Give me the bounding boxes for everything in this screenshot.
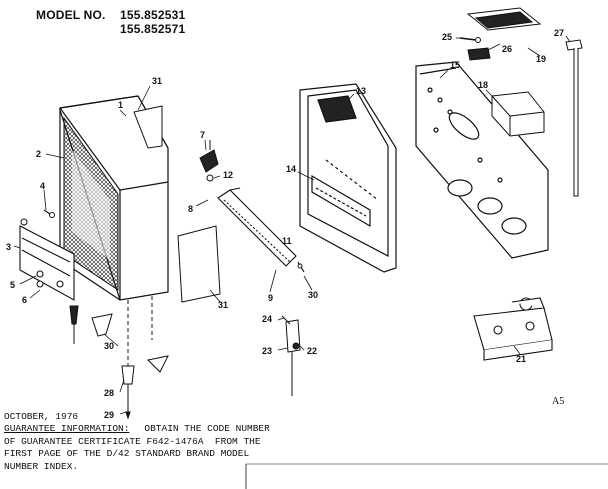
side-shield-lower (177, 225, 221, 303)
footnote-line4: NUMBER INDEX. (4, 461, 79, 472)
callout-13: 13 (356, 86, 366, 96)
callout-23: 23 (262, 346, 272, 356)
callout-28: 28 (104, 388, 114, 398)
callout-18: 18 (478, 80, 488, 90)
leg-parts (69, 305, 169, 420)
footnote-date: OCTOBER, 1976 (4, 411, 79, 422)
heat-exchanger (299, 83, 397, 273)
callout-22: 22 (307, 346, 317, 356)
front-grille (63, 116, 119, 291)
callout-21: 21 (516, 354, 526, 364)
callout-14: 14 (286, 164, 296, 174)
fastener-10 (297, 261, 305, 273)
callout-10: 30 (308, 290, 318, 300)
callout-9: 9 (268, 293, 273, 303)
callout-7: 7 (200, 130, 205, 140)
callout-24: 24 (262, 314, 272, 324)
screw-4 (43, 209, 55, 218)
callout-1: 1 (118, 100, 123, 110)
side-shield-upper (133, 105, 163, 149)
callout-2: 2 (36, 149, 41, 159)
vent-box (491, 91, 545, 137)
footnote-guarantee-label: GUARANTEE INFORMATION: (4, 423, 130, 434)
callout-8: 8 (188, 204, 193, 214)
callout-4: 4 (40, 181, 45, 191)
model-label: MODEL NO. (36, 8, 106, 22)
footnote-line1: OBTAIN THE CODE NUMBER (133, 423, 270, 434)
callout-3: 3 (6, 242, 11, 252)
back-panel (415, 61, 549, 259)
callout-12: 12 (223, 170, 233, 180)
callout-31-upper: 31 (152, 76, 162, 86)
callout-26: 26 (502, 44, 512, 54)
callout-6: 6 (22, 295, 27, 305)
rod-27 (565, 39, 583, 197)
callout-19: 19 (536, 54, 546, 64)
knob-5 (20, 218, 44, 288)
callout-31-lower: 31 (218, 300, 228, 310)
footnote-line3: FIRST PAGE OF THE D/42 STANDARD BRAND MO… (4, 448, 250, 459)
bottom-panel (19, 225, 75, 301)
callout-27: 27 (554, 28, 564, 38)
callout-29: 29 (104, 410, 114, 420)
pilot-assembly (281, 315, 301, 396)
callout-numbers: 31 1 2 4 3 5 6 7 12 8 11 9 30 13 14 15 1… (6, 28, 564, 420)
callout-15: 15 (450, 60, 460, 70)
model-number-1: 155.852531 (120, 8, 186, 22)
callout-30: 30 (104, 341, 114, 351)
screw-25-clip-26 (459, 37, 491, 61)
callout-11: 11 (282, 236, 292, 246)
callout-5: 5 (10, 280, 15, 290)
model-number-2: 155.852571 (120, 22, 186, 36)
page-code: A5 (552, 396, 565, 407)
footnote-line2: OF GUARANTEE CERTIFICATE F642-1476A FROM… (4, 436, 261, 447)
leader-lines (13, 35, 571, 415)
gas-valve (473, 297, 553, 361)
burner-bracket (217, 187, 297, 267)
valve-assembly (199, 140, 219, 182)
callout-25: 25 (442, 32, 452, 42)
top-bracket (466, 7, 542, 31)
